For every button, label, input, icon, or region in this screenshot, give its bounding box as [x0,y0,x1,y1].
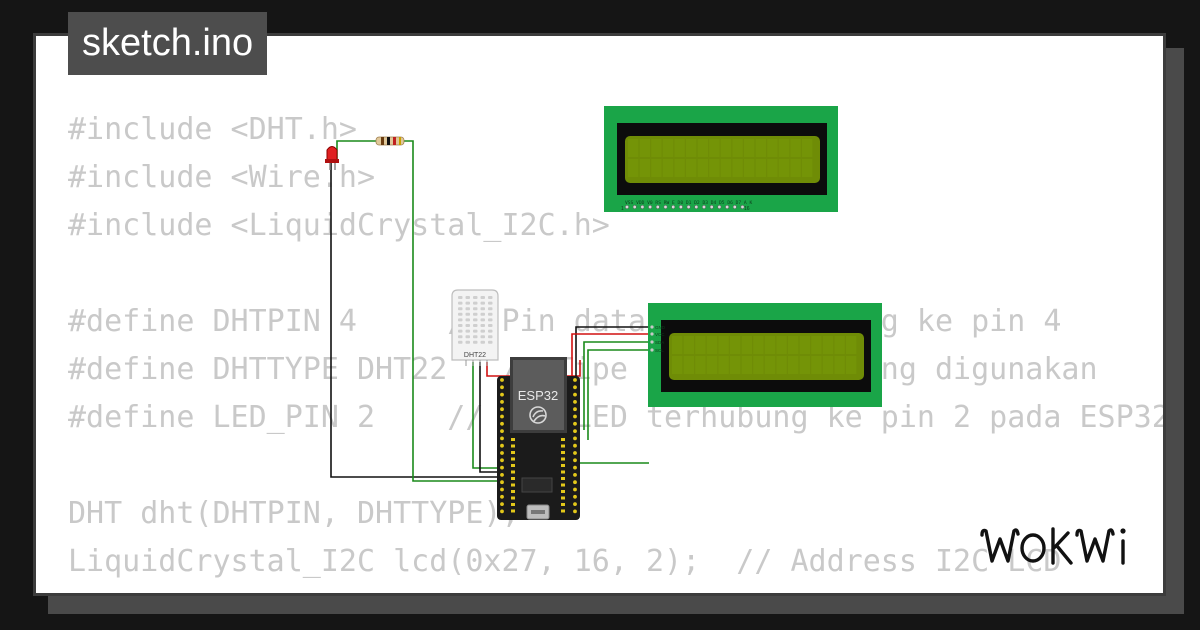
lcd-character-grid [628,139,813,177]
dht22-sensor[interactable]: DHT22 [451,289,499,366]
wire-resistor-esp32 [404,140,500,482]
resistor-component[interactable] [375,136,405,146]
code-line: #include <Wire.h> [68,160,376,195]
wire-lcd-scl [587,349,652,440]
esp32-pin-headers [500,378,577,514]
code-line: #include <LiquidCrystal_I2C.h> [68,208,610,243]
lcd-pin-labels: VSS VDD V0 RS RW E D0 D1 D2 D3 D4 D5 D6 … [625,200,752,206]
wire-lcd-vcc [571,333,652,378]
dht-label: DHT22 [464,352,486,359]
wokwi-logo-icon [980,527,1126,565]
sketch-card: #include <DHT.h> #include <Wire.h> #includ… [33,33,1166,596]
lcd-16x2-i2c[interactable]: GND VCC SDA SCL [648,303,882,407]
code-line: DHT dht(DHTPIN, DHTTYPE); [68,496,520,531]
lcd-i2c-pin-gnd: GND [655,325,666,330]
esp32-label: ESP32 [518,388,558,403]
wokwi-logo: WOKWI [978,521,1150,578]
dht-vent-grid [458,296,493,344]
esp32-board[interactable]: ESP32 [497,357,580,520]
wire-lcd-gnd [575,326,652,378]
lcd-i2c-pin-sda: SDA [655,340,664,345]
wire-lcd-sda [583,341,652,430]
espressif-logo-icon [529,406,547,424]
wire-dht-gnd [479,362,500,473]
lcd-i2c-pin-scl: SCL [655,348,664,353]
file-tab[interactable]: sketch.ino [68,12,268,75]
code-line: #include <DHT.h> [68,112,357,147]
lcd-pin-row [625,205,745,209]
led-component[interactable] [325,146,339,171]
wire-led-gnd [330,162,497,478]
lcd-pin-last: 16 [744,206,750,212]
lcd-character-grid [672,336,857,374]
lcd-i2c-pin-vcc: VCC [655,332,665,337]
wire-led-resistor [336,140,376,160]
lcd-pin-first: 1 [621,206,624,212]
lcd-16x2-parallel[interactable]: VSS VDD V0 RS RW E D0 D1 D2 D3 D4 D5 D6 … [604,106,838,212]
